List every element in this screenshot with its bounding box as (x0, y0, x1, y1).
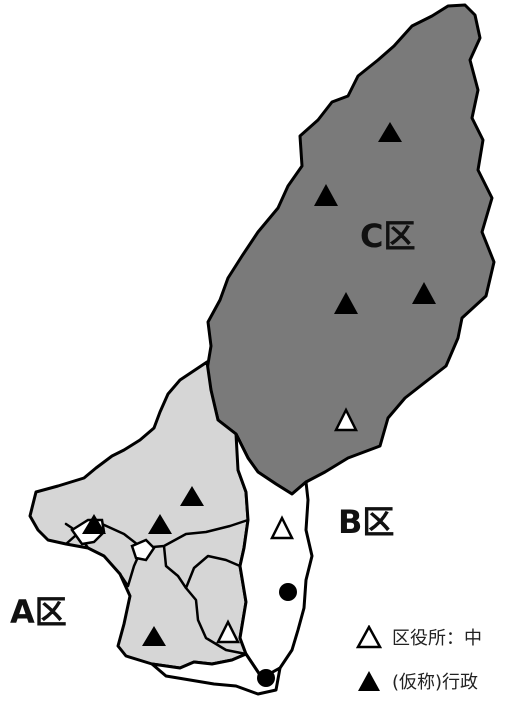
black-triangle-icon (358, 671, 380, 691)
admin-center-marker (82, 514, 106, 534)
legend-admin-center: (仮称)行政 (356, 668, 508, 694)
admin-center-marker (148, 514, 172, 534)
admin-center-marker (180, 486, 204, 506)
facility-circle-marker (257, 669, 275, 687)
admin-center-marker (412, 282, 436, 304)
facility-circle-marker (279, 583, 297, 601)
district-b-south-region (150, 652, 282, 696)
legend-ward-office: 区役所：中 (356, 624, 508, 650)
admin-center-marker (314, 184, 338, 206)
admin-center-marker (378, 122, 402, 142)
white-triangle-icon (356, 625, 382, 649)
legend-admin-center-text: (仮称)行政 (392, 672, 479, 693)
lake-small (130, 538, 156, 562)
legend-ward-office-text: 区役所：中 (392, 628, 482, 649)
district-c-label: C区 (360, 217, 416, 255)
district-b-label: B区 (338, 503, 395, 541)
district-b-region (234, 432, 314, 680)
admin-center-marker (142, 626, 166, 646)
admin-center-marker (334, 292, 358, 314)
ward-office-marker (333, 407, 359, 432)
ward-office-marker (269, 515, 295, 540)
ward-office-marker (215, 619, 241, 644)
district-a-label: A区 (10, 593, 67, 631)
